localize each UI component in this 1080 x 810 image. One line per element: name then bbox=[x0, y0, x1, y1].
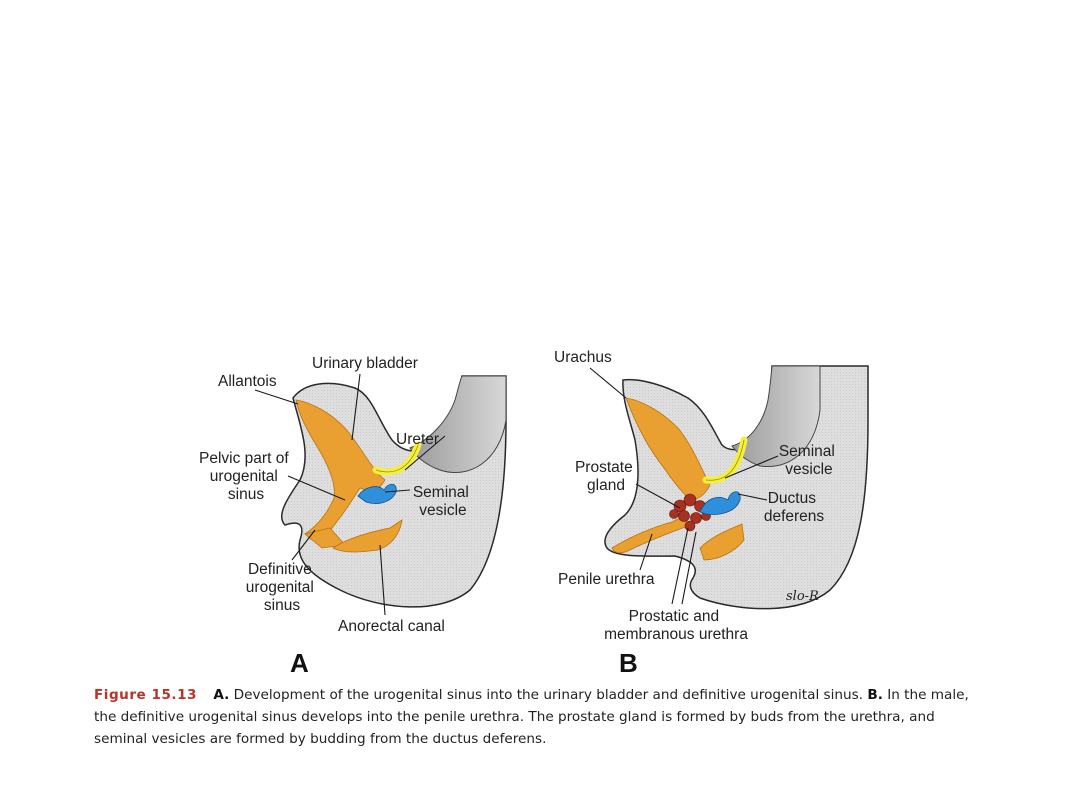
label-pelvic-part: Pelvic part of urogenital sinus bbox=[199, 450, 293, 503]
label-allantois: Allantois bbox=[218, 373, 277, 390]
panel-a-seminal-vesicle bbox=[357, 483, 397, 504]
caption-figure-number: Figure 15.13 bbox=[94, 687, 198, 703]
panel-b-penile-urethra bbox=[611, 515, 689, 554]
label-prostatic-urethra: Prostatic and membranous urethra bbox=[604, 608, 748, 643]
figure-caption: Figure 15.13 A. Development of the uroge… bbox=[94, 684, 984, 750]
label-anorectal-canal: Anorectal canal bbox=[338, 618, 445, 635]
label-urinary-bladder: Urinary bladder bbox=[312, 355, 418, 372]
panel-a-anorectal-canal bbox=[332, 519, 403, 553]
panel-b-prostate-gland bbox=[669, 493, 711, 532]
label-urachus: Urachus bbox=[554, 349, 612, 366]
caption-b-label: B. bbox=[867, 687, 883, 703]
panel-b-anorectal-canal bbox=[699, 523, 745, 561]
panel-b-leaders bbox=[589, 367, 779, 605]
panel-b-letter: B bbox=[619, 648, 638, 678]
label-penile-urethra: Penile urethra bbox=[558, 571, 655, 588]
panel-b-diagram bbox=[604, 365, 869, 610]
panel-b-urachus-bladder bbox=[625, 397, 711, 501]
caption-a-label: A. bbox=[213, 687, 230, 703]
panel-a-allantois-bladder bbox=[295, 399, 386, 541]
panel-a-leaders bbox=[254, 373, 446, 616]
label-prostate-gland: Prostate gland bbox=[575, 459, 637, 494]
caption-a-text: Development of the urogenital sinus into… bbox=[233, 687, 864, 703]
label-ureter: Ureter bbox=[396, 431, 439, 448]
panel-b-shadow bbox=[731, 365, 821, 467]
panel-b-ductus-deferens bbox=[699, 491, 741, 515]
panel-a-letter: A bbox=[290, 648, 309, 678]
label-seminal-vesicle-a: Seminal vesicle bbox=[413, 484, 473, 519]
label-seminal-vesicle-b: Seminal vesicle bbox=[779, 443, 839, 478]
label-ductus-deferens: Ductus deferens bbox=[764, 490, 825, 525]
artist-signature: slo-R bbox=[786, 589, 819, 604]
caption-b-text: In the male, the definitive urogenital s… bbox=[94, 687, 969, 747]
label-definitive-sinus: Definitive urogenital sinus bbox=[246, 561, 318, 614]
